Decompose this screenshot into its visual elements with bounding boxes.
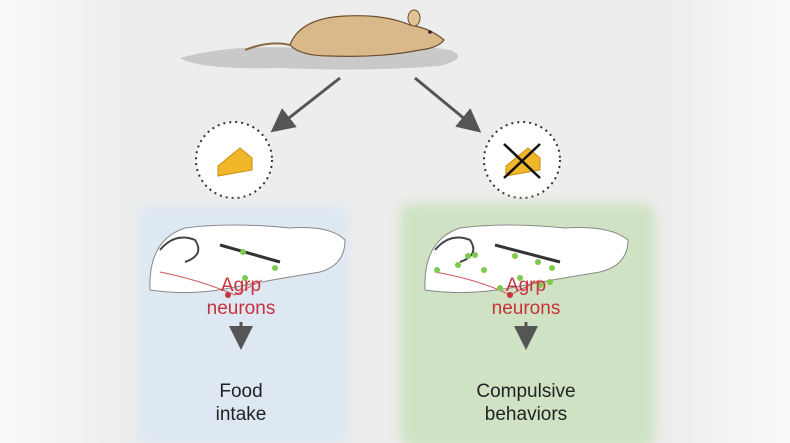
no-cheese-icon xyxy=(483,121,561,199)
right-outcome-line1: Compulsive xyxy=(476,381,576,402)
brain-left-icon xyxy=(149,224,346,298)
right-agrp-label: Agrp neurons xyxy=(466,274,586,320)
right-outcome-label: Compulsive behaviors xyxy=(456,380,596,426)
right-outcome-line2: behaviors xyxy=(484,404,568,425)
left-agrp-label: Agrp neurons xyxy=(181,274,301,320)
left-agrp-text: Agrp xyxy=(220,275,262,296)
right-agrp-text: Agrp xyxy=(505,275,547,296)
left-outcome-line1: Food xyxy=(219,381,263,402)
right-neurons-text: neurons xyxy=(491,298,561,319)
cheese-icon xyxy=(195,121,273,199)
brain-right-icon xyxy=(424,224,629,298)
left-outcome-line2: intake xyxy=(215,404,267,425)
left-outcome-label: Food intake xyxy=(181,380,301,426)
arrow-to-no-food xyxy=(414,76,482,133)
mouse-icon xyxy=(244,9,445,57)
left-neurons-text: neurons xyxy=(206,298,276,319)
arrow-to-food xyxy=(270,76,341,133)
